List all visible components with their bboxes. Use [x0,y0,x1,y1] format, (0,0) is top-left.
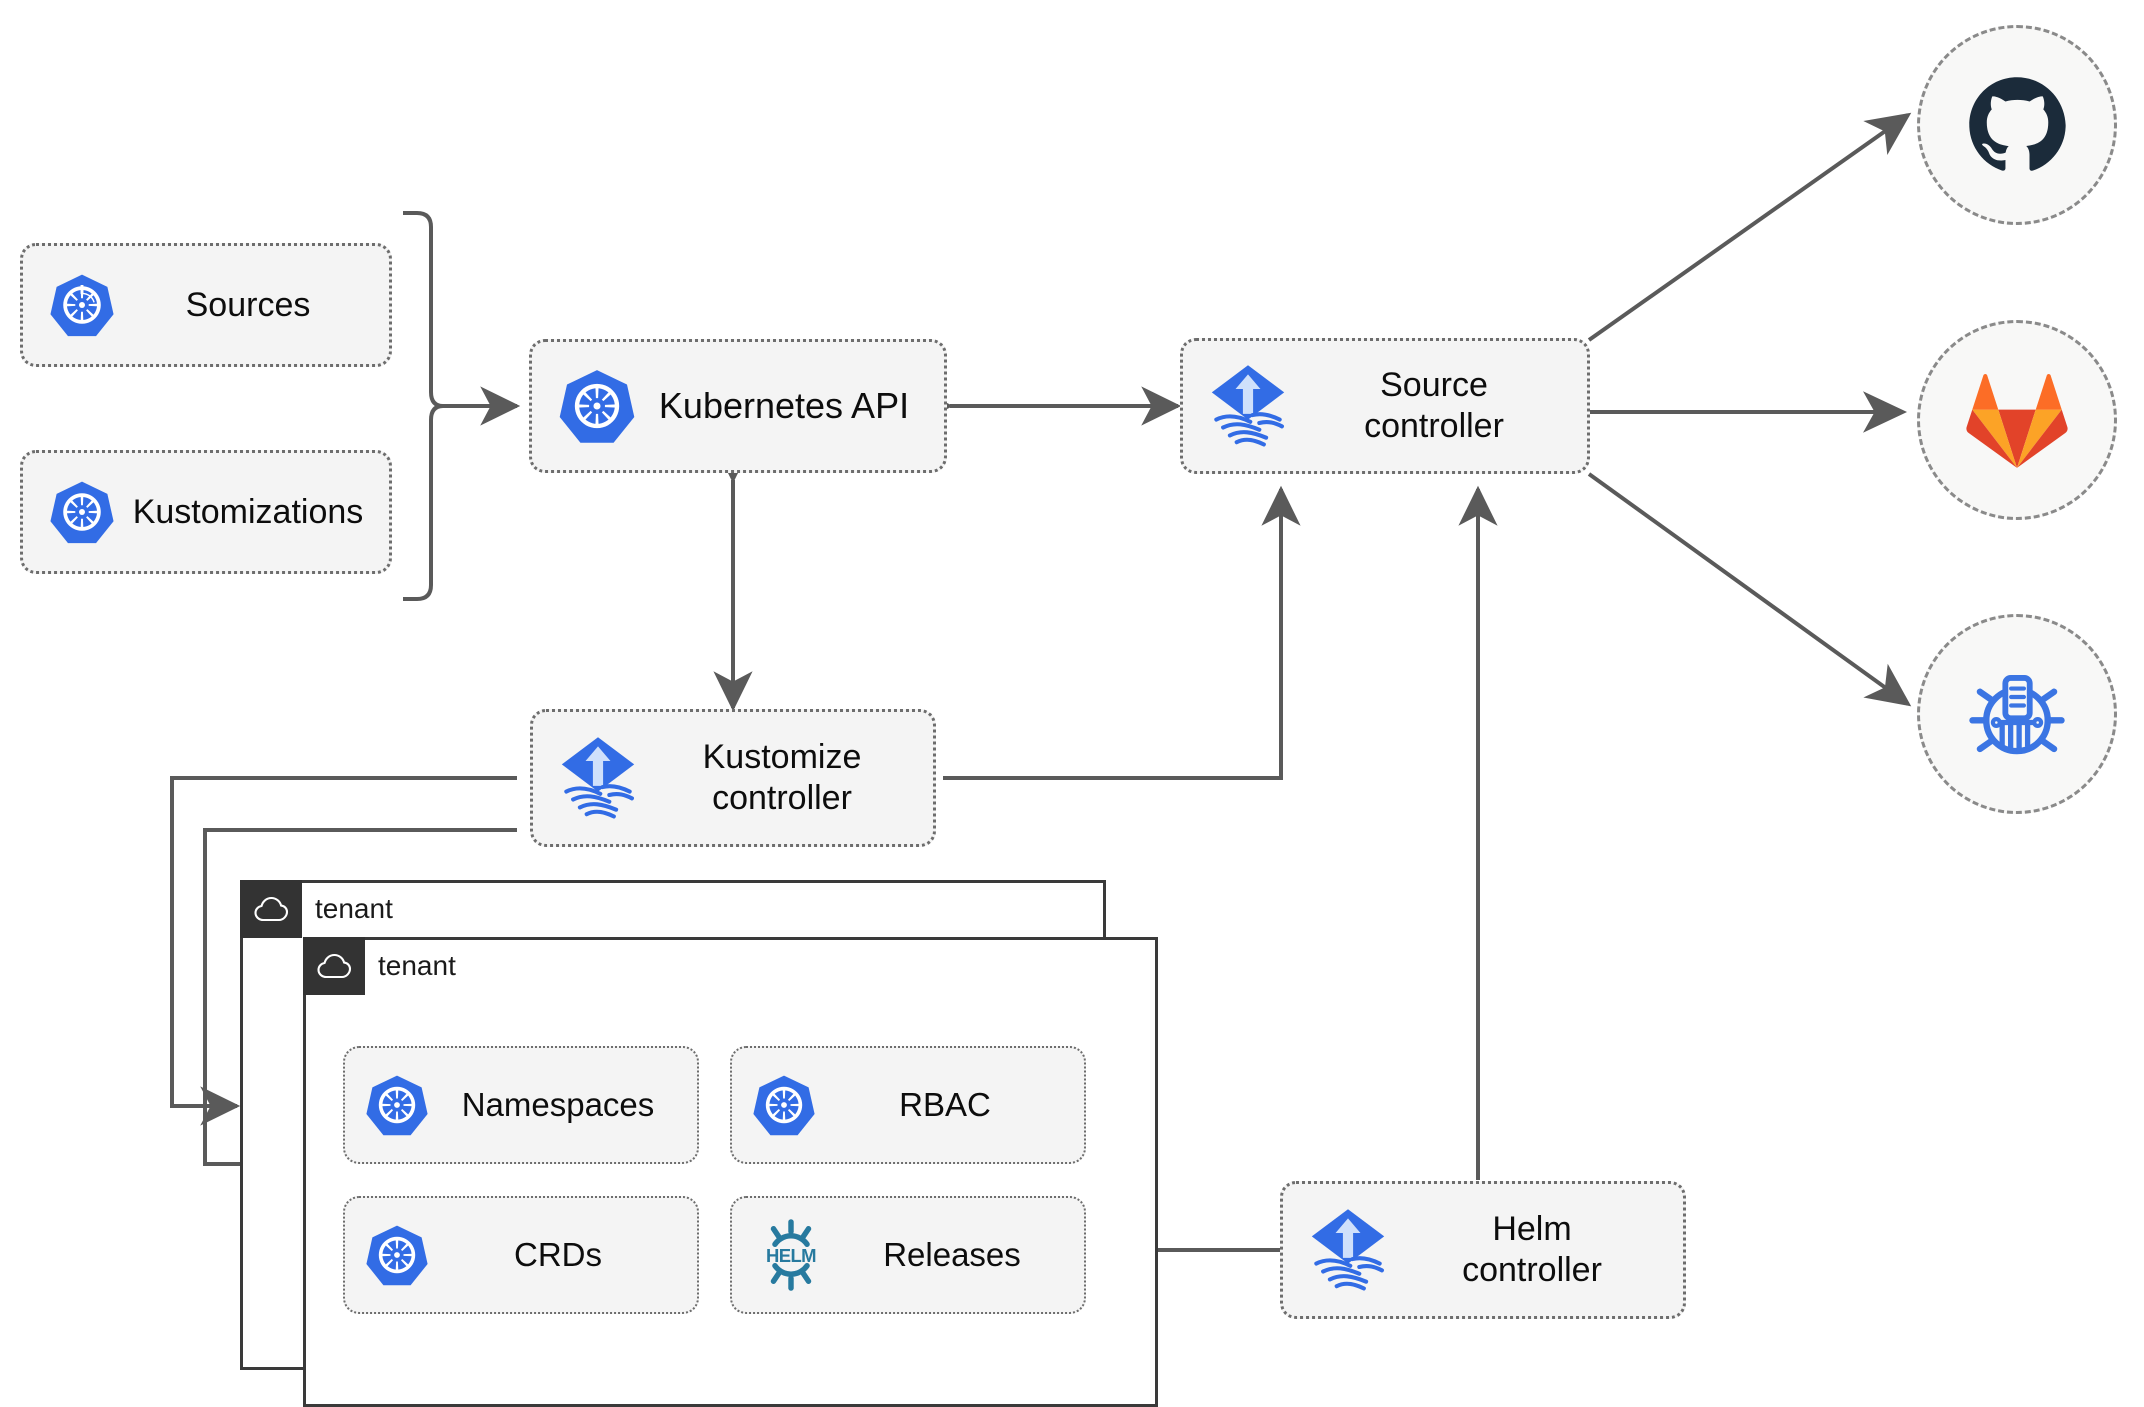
kubernetes-icon [365,1223,429,1287]
cloud-icon [254,896,289,922]
node-kubernetes-api[interactable]: Kubernetes API [529,339,947,473]
github-icon [1969,77,2066,171]
node-namespaces[interactable]: Namespaces [343,1046,699,1164]
node-label-releases: Releases [883,1236,1021,1274]
node-label-helm-controller: Helm controller [1462,1210,1602,1289]
cloud-icon [317,953,352,979]
flux-icon [557,735,639,821]
node-label-source-controller: Source controller [1364,366,1504,445]
node-helm-controller[interactable]: Helm controller [1280,1181,1686,1319]
helm-repository-icon [1969,675,2065,755]
tenant-tab-inner [303,937,365,995]
tenant-tab-outer [240,880,302,938]
gitlab-icon [1966,373,2068,468]
kubernetes-icon [49,272,115,338]
node-label-kustomize-controller: Kustomize controller [702,738,862,817]
svg-text:HELM: HELM [766,1245,816,1266]
edge-kustomize-to-source [943,485,1301,780]
flux-icon [1207,363,1289,449]
tenant-container-inner[interactable]: tenant [303,937,1158,1407]
kubernetes-icon [558,367,636,445]
node-releases[interactable]: HELM Releases [730,1196,1086,1314]
node-source-controller[interactable]: Source controller [1180,338,1590,474]
node-sources[interactable]: Sources [20,243,392,367]
tenant-label-inner: tenant [378,950,456,981]
node-kustomizations[interactable]: Kustomizations [20,450,392,574]
node-rbac[interactable]: RBAC [730,1046,1086,1164]
node-crds[interactable]: CRDs [343,1196,699,1314]
tenant-label-outer: tenant [315,893,393,924]
provider-bucket[interactable] [1917,614,2117,814]
node-label-kustomizations: Kustomizations [132,492,364,531]
flux-icon [1307,1207,1389,1293]
node-label-namespaces: Namespaces [461,1086,655,1124]
kubernetes-icon [752,1073,816,1137]
edge-source-to-bucket [1587,472,1912,707]
node-label-crds: CRDs [514,1236,602,1274]
node-kustomize-controller[interactable]: Kustomize controller [530,709,936,847]
node-label-rbac: RBAC [899,1086,991,1124]
kubernetes-icon [365,1073,429,1137]
node-label-sources: Sources [185,285,311,324]
helm-icon: HELM [752,1219,830,1291]
provider-gitlab[interactable] [1917,320,2117,520]
node-label-kubernetes-api: Kubernetes API [658,385,910,427]
kubernetes-icon [49,479,115,545]
edge-source-to-github [1587,112,1912,342]
provider-github[interactable] [1917,25,2117,225]
